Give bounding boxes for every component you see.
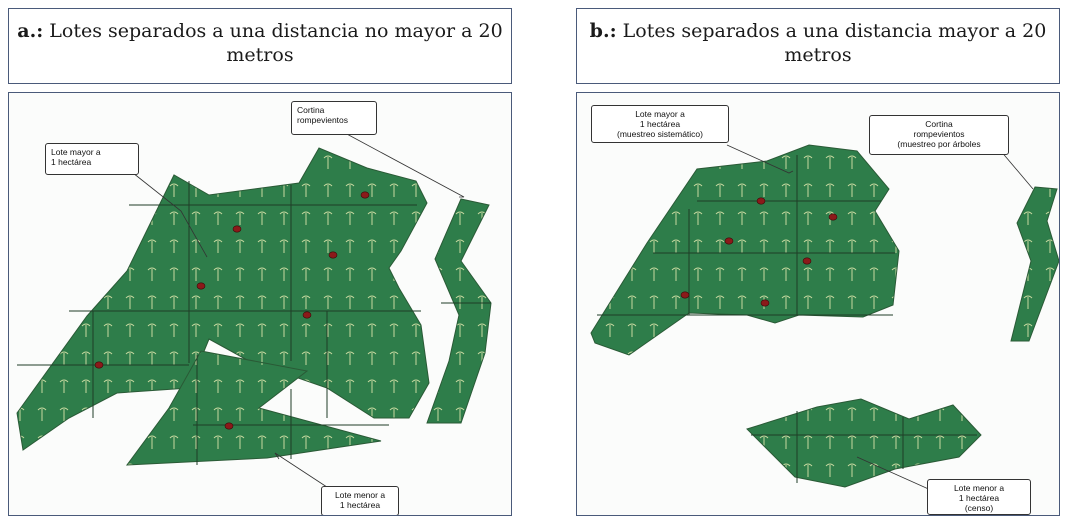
panel-b-svg [590,136,1059,492]
panel-a-sample-points [94,191,370,430]
panel-a-title-text: Lotes separados a una distancia no mayor… [43,20,503,66]
sample-point-icon [756,197,766,205]
sample-point-icon [232,225,242,233]
panel-b-callout-small-lot: Lote menor a 1 hectárea (censo) [927,479,1031,515]
panel-a-callout-small-lot: Lote menor a 1 hectárea [321,486,399,515]
panel-a-leaders [132,132,465,492]
small-lot-shape [125,350,382,466]
sample-point-icon [224,422,234,430]
panel-b-title-prefix: b.: [589,20,617,42]
sample-point-icon [196,282,206,290]
panel-b-callout-windbreak: Cortina rompevientos (muestreo por árbol… [869,115,1009,155]
panel-b-title-text: Lotes separados a una distancia mayor a … [616,20,1047,66]
panel-a-callout-windbreak: Cortina rompevientos [291,101,377,135]
sample-point-icon [724,237,734,245]
panel-b-callout-large-lot: Lote mayor a 1 hectárea (muestreo sistem… [591,105,729,143]
large-lot-shape [590,144,900,356]
panel-a-callout-large-lot: Lote mayor a 1 hectárea [45,143,139,175]
panel-a-title-prefix: a.: [17,20,44,42]
sample-point-icon [360,191,370,199]
panel-b-grid [597,155,977,483]
windbreak-shape [426,198,492,424]
sample-point-icon [94,361,104,369]
sample-point-icon [302,311,312,319]
panel-b-sample-points [680,197,838,307]
small-lot-shape [746,398,982,488]
panel-a-grid [17,181,491,465]
sample-point-icon [760,299,770,307]
panel-a-title: a.: Lotes separados a una distancia no m… [8,8,512,84]
sample-point-icon [828,213,838,221]
panel-a-diagram: Cortina rompevientos Lote mayor a 1 hect… [8,92,512,516]
panel-a-svg [16,132,492,492]
sample-point-icon [328,251,338,259]
panel-b-title: b.: Lotes separados a una distancia mayo… [576,8,1060,84]
windbreak-shape [1010,186,1059,342]
sample-point-icon [802,257,812,265]
panel-b-diagram: Lote mayor a 1 hectárea (muestreo sistem… [576,92,1060,516]
sample-point-icon [680,291,690,299]
